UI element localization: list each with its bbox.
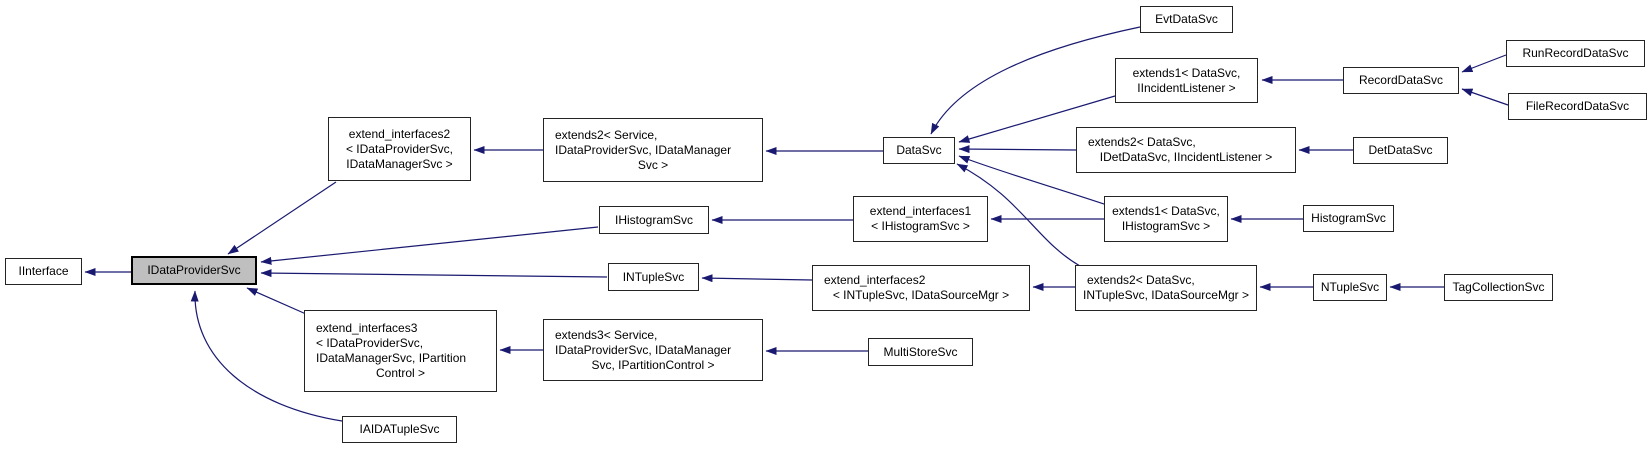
edge-extends2ntuple-datasvc: [956, 163, 1081, 267]
node-extends2-intuplesvc[interactable]: extends2< DataSvc, INTupleSvc, IDataSour…: [1075, 265, 1257, 311]
edge-extendinterfaces2nt-intuplesvc: [701, 274, 813, 283]
node-extends1-iincidentlistener[interactable]: extends1< DataSvc, IIncidentListener >: [1115, 58, 1258, 103]
node-extend-interfaces2-idataprovider[interactable]: extend_interfaces2 < IDataProviderSvc, I…: [328, 117, 471, 181]
edge-iaidatuplesvc-idataprovidersvc: [190, 290, 343, 422]
node-filerecorddatasvc[interactable]: FileRecordDataSvc: [1508, 93, 1647, 120]
node-recorddatasvc[interactable]: RecordDataSvc: [1343, 67, 1459, 94]
node-datasvc[interactable]: DataSvc: [883, 137, 955, 164]
edge-extendinterfaces3-idataprovidersvc: [246, 287, 307, 315]
node-iinterface[interactable]: IInterface: [5, 258, 82, 285]
node-extend-interfaces2-intuplesvc[interactable]: extend_interfaces2 < INTupleSvc, IDataSo…: [812, 265, 1030, 311]
node-intuplesvc[interactable]: INTupleSvc: [608, 263, 699, 291]
node-extends2-service[interactable]: extends2< Service, IDataProviderSvc, IDa…: [543, 118, 763, 182]
edge-extends1histogram-datasvc: [958, 155, 1111, 207]
node-extend-interfaces1-ihistogramsvc[interactable]: extend_interfaces1 < IHistogramSvc >: [853, 196, 988, 242]
node-evtdatasvc[interactable]: EvtDataSvc: [1140, 6, 1233, 33]
edge-ihistogramsvc-idataprovidersvc: [260, 226, 599, 265]
node-histogramsvc[interactable]: HistogramSvc: [1303, 205, 1394, 232]
node-detdatasvc[interactable]: DetDataSvc: [1353, 137, 1448, 164]
node-iaidatuplesvc[interactable]: IAIDATupleSvc: [342, 416, 457, 443]
node-runrecorddatasvc[interactable]: RunRecordDataSvc: [1506, 40, 1645, 67]
edge-runrecorddatasvc-recorddatasvc: [1461, 54, 1507, 73]
node-ntuplesvc[interactable]: NTupleSvc: [1313, 274, 1387, 301]
node-extends1-ihistogramsvc[interactable]: extends1< DataSvc, IHistogramSvc >: [1104, 196, 1228, 242]
node-multistoresvc[interactable]: MultiStoreSvc: [868, 338, 973, 366]
node-idataprovidersvc[interactable]: IDataProviderSvc: [131, 256, 257, 285]
edge-extends2det-datasvc: [958, 145, 1077, 154]
node-tagcollectionsvc[interactable]: TagCollectionSvc: [1444, 274, 1553, 301]
node-extends2-idetdatasvc[interactable]: extends2< DataSvc, IDetDataSvc, IInciden…: [1076, 127, 1296, 173]
node-extend-interfaces3[interactable]: extend_interfaces3 < IDataProviderSvc, I…: [304, 310, 497, 392]
edge-filerecorddatasvc-recorddatasvc: [1461, 88, 1509, 106]
edge-evtdatasvc-datasvc: [930, 26, 1141, 135]
node-extends3-service[interactable]: extends3< Service, IDataProviderSvc, IDa…: [543, 319, 763, 381]
edge-extendinterfaces2dp-idataprovidersvc: [227, 181, 337, 255]
edge-intuplesvc-idataprovidersvc: [260, 269, 608, 278]
edge-extends1incident-datasvc: [958, 95, 1116, 143]
node-ihistogramsvc[interactable]: IHistogramSvc: [599, 206, 709, 234]
